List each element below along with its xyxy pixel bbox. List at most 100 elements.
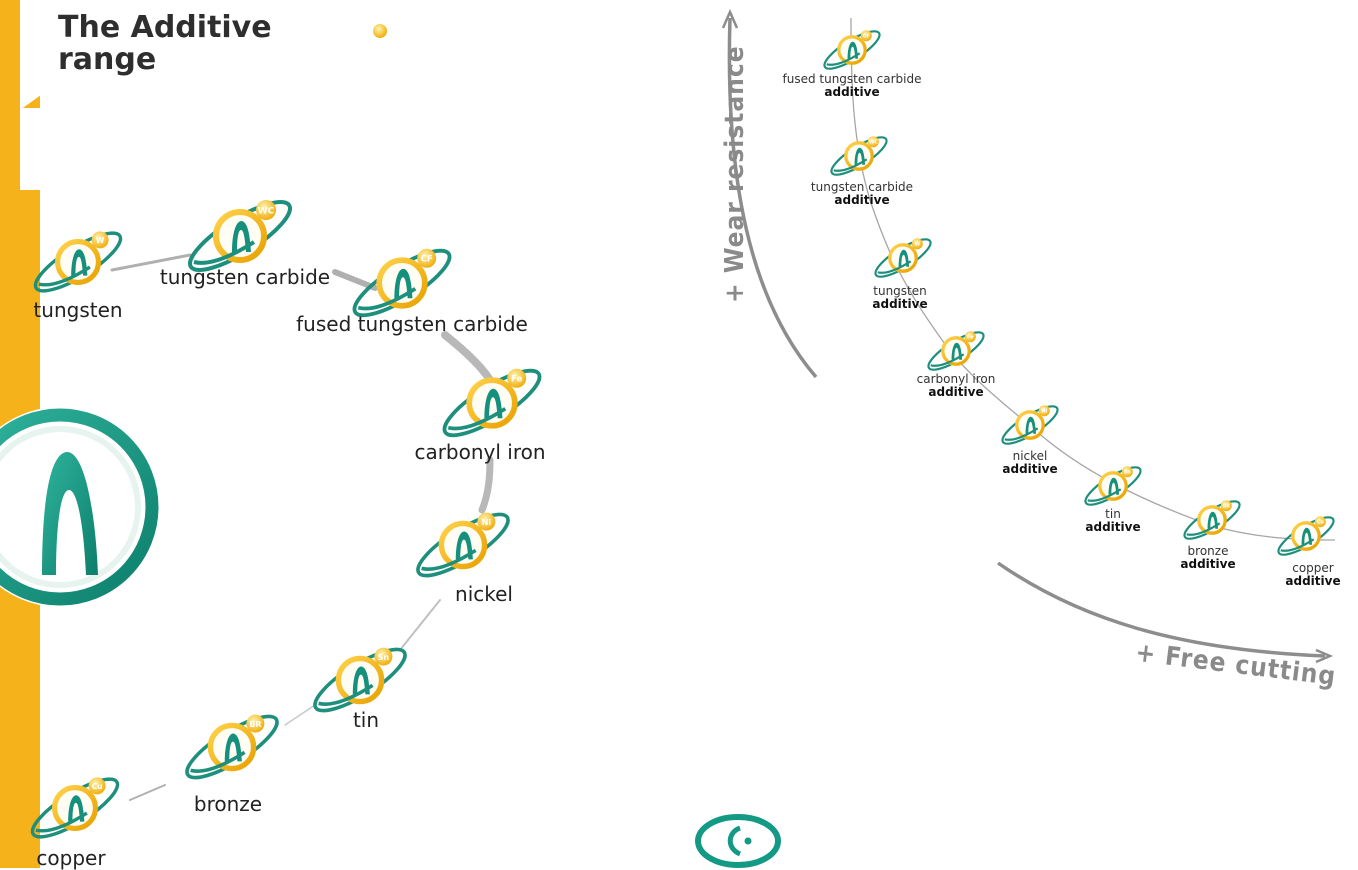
element-badge xyxy=(256,200,276,220)
orbit-front-arc xyxy=(193,240,256,265)
left-node-label: fused tungsten carbide xyxy=(296,312,528,336)
page-title: The Additive range xyxy=(58,10,272,77)
right-node-suffix: additive xyxy=(1002,462,1058,476)
free-axis-arc xyxy=(997,561,1326,658)
right-node-material: tungsten xyxy=(873,284,927,298)
arch-icon xyxy=(1301,527,1313,545)
wear-axis-arrowhead xyxy=(721,8,739,29)
right-node-material: copper xyxy=(1292,561,1334,575)
arch-icon xyxy=(847,41,859,59)
orbit-front-arc xyxy=(826,52,861,66)
element-badge xyxy=(911,238,923,250)
left-node-4: Ni xyxy=(416,512,510,578)
arch-icon xyxy=(854,147,866,165)
left-node-6: BR xyxy=(185,714,279,780)
element-badge xyxy=(507,368,527,388)
element-badge xyxy=(1121,466,1133,478)
element-badge-text: CF xyxy=(421,255,433,265)
arch-icon xyxy=(898,249,910,267)
element-badge-text: Cu xyxy=(1317,520,1325,526)
orbit-front-arc xyxy=(833,158,868,172)
orbit-front-arc xyxy=(38,265,91,287)
arch-icon xyxy=(1108,477,1120,495)
element-badge xyxy=(1038,405,1050,417)
element-badge-text: Sn xyxy=(378,652,390,662)
right-node-material: tin xyxy=(1105,507,1121,521)
left-node-label: bronze xyxy=(193,792,263,816)
left-node-1: WC xyxy=(187,200,293,272)
element-badge xyxy=(246,714,265,733)
element-badge-text: WC xyxy=(869,140,878,146)
arch-icon xyxy=(394,268,413,299)
element-badge xyxy=(860,30,872,42)
orbit-front-arc xyxy=(1280,538,1315,552)
element-badge-text: CF xyxy=(863,34,870,40)
gold-ring xyxy=(466,377,518,429)
orbit-front-arc xyxy=(318,683,374,706)
arch-icon xyxy=(1025,416,1037,434)
left-node-label: carbonyl iron xyxy=(414,440,546,464)
orbit-front-arc xyxy=(877,260,912,274)
right-node-6: BR xyxy=(1183,500,1241,540)
element-badge xyxy=(477,512,496,531)
arch-icon xyxy=(484,388,503,419)
left-node-7: Cu xyxy=(30,777,120,839)
chain-line xyxy=(850,17,1336,541)
right-node-suffix: additive xyxy=(1085,520,1141,534)
element-badge-text: Sn xyxy=(1124,470,1132,476)
gold-ring xyxy=(376,257,428,309)
element-badge-text: Ni xyxy=(1041,409,1047,415)
element-badge xyxy=(964,331,976,343)
right-node-material: carbonyl iron xyxy=(916,372,996,386)
right-node-suffix: additive xyxy=(872,297,928,311)
title-dot xyxy=(373,24,387,38)
left-node-label: tungsten carbide xyxy=(159,265,331,289)
gold-ring xyxy=(335,655,385,705)
gold-ring xyxy=(52,785,98,831)
orbit-front-arc xyxy=(1087,488,1122,502)
arch-icon xyxy=(71,249,88,276)
right-node-suffix: additive xyxy=(1285,574,1341,588)
arch-icon xyxy=(352,666,370,695)
gold-ring xyxy=(1015,410,1045,440)
left-node-3: Fe xyxy=(442,368,542,438)
left-node-label: tungsten xyxy=(33,298,123,322)
element-badge-text: Fe xyxy=(967,335,974,341)
arch-icon xyxy=(224,733,242,762)
left-node-label: nickel xyxy=(455,582,513,606)
right-node-material: bronze xyxy=(1187,544,1229,558)
free-axis-arrowhead xyxy=(1315,648,1334,664)
orbit-front-arc xyxy=(357,287,417,311)
gold-ring xyxy=(1098,471,1128,501)
element-badge-text: BR xyxy=(249,719,262,729)
element-badge xyxy=(867,136,879,148)
element-badge xyxy=(417,248,437,268)
orbit-front-arc xyxy=(930,353,965,367)
gold-ring xyxy=(941,336,971,366)
right-node-1: WC xyxy=(830,136,888,176)
element-badge-text: WC xyxy=(258,207,275,217)
right-node-7: Cu xyxy=(1277,516,1335,556)
gold-ring xyxy=(837,35,867,65)
right-node-suffix: additive xyxy=(834,193,890,207)
gold-ring xyxy=(213,209,267,263)
element-badge xyxy=(91,231,109,249)
element-badge xyxy=(1220,500,1232,512)
arch-icon xyxy=(68,795,85,822)
right-node-2: W xyxy=(874,238,932,278)
arch-icon xyxy=(232,221,251,252)
orbit-front-arc xyxy=(1186,522,1221,536)
right-node-suffix: additive xyxy=(824,85,880,99)
left-connectors xyxy=(110,253,499,801)
element-badge-text: Ni xyxy=(482,517,492,527)
